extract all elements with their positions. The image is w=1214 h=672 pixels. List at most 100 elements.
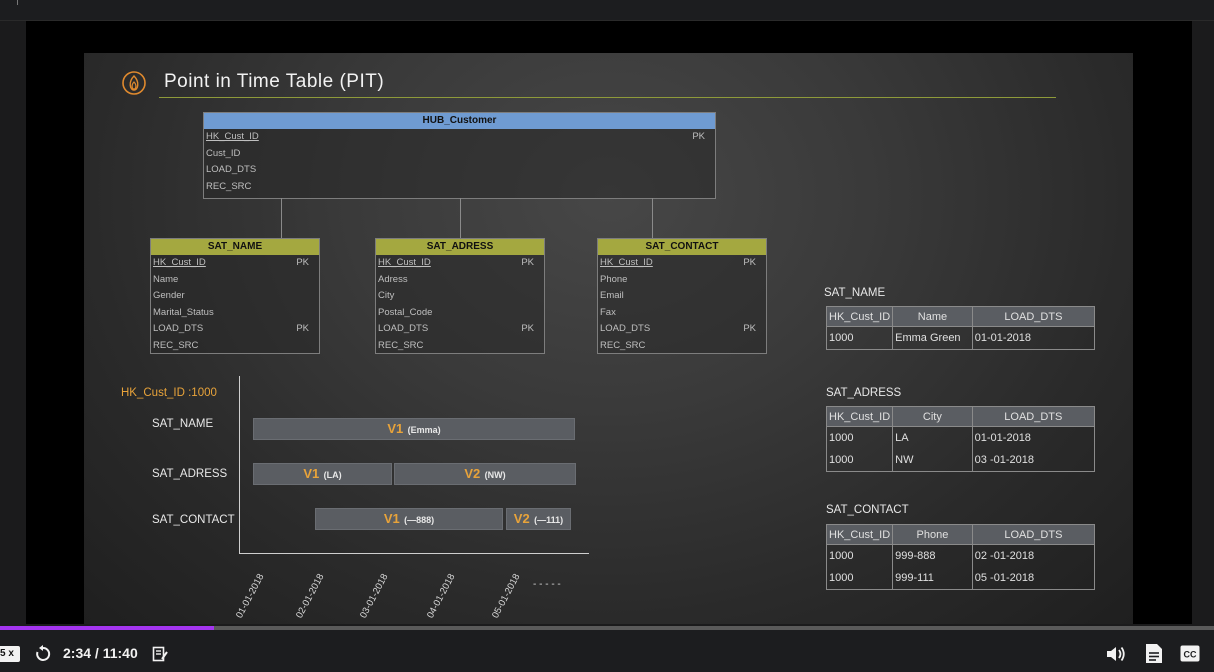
table-cell: NW xyxy=(892,449,973,472)
transcript-icon[interactable] xyxy=(1145,643,1163,664)
entity-field: REC_SRC xyxy=(376,338,544,355)
column-header: LOAD_DTS xyxy=(971,306,1096,327)
entity-field: Adress xyxy=(376,272,544,289)
entity-field: Gender xyxy=(151,288,319,305)
table-cell: 1000 xyxy=(825,544,894,567)
entity-field: Email xyxy=(598,288,766,305)
timeline-ellipsis: - - - - - xyxy=(533,579,561,590)
field-name: LOAD_DTS xyxy=(600,323,651,334)
table-cell: 1000 xyxy=(825,567,894,590)
field-name: Gender xyxy=(153,290,185,301)
title-underline xyxy=(159,97,1056,98)
entity-field: REC_SRC xyxy=(151,338,319,355)
field-name: Cust_ID xyxy=(206,147,241,159)
logo-icon xyxy=(122,71,146,95)
player-controls xyxy=(0,630,1214,672)
column-header: LOAD_DTS xyxy=(971,406,1096,427)
table-cell: 02 -01-2018 xyxy=(971,544,1096,567)
connector-line xyxy=(281,198,282,239)
entity-field: Name xyxy=(151,272,319,289)
field-name: LOAD_DTS xyxy=(153,323,204,334)
timeline-key-label: HK_Cust_ID :1000 xyxy=(121,387,217,399)
data-table-title: SAT_ADRESS xyxy=(826,387,902,399)
time-display: 2:34 / 11:40 xyxy=(63,645,138,661)
date-tick: 03-01-2018 xyxy=(358,572,391,621)
field-name: Marital_Status xyxy=(153,306,214,318)
timeline-row-label: SAT_NAME xyxy=(152,418,214,430)
entity-field: City xyxy=(376,288,544,305)
rewind-icon[interactable] xyxy=(34,645,52,663)
column-header: HK_Cust_ID xyxy=(825,524,894,545)
entity-field: REC_SRC xyxy=(204,179,715,196)
entity-field: LOAD_DTS PK xyxy=(151,321,319,338)
entity-field: LOAD_DTS xyxy=(204,162,715,179)
table-cell: 01-01-2018 xyxy=(971,426,1096,449)
entity-header: HUB_Customer xyxy=(204,113,715,129)
table-cell: Emma Green xyxy=(892,326,973,350)
connector-line xyxy=(652,198,653,239)
timeline-y-axis xyxy=(239,376,240,554)
table-cell: 01-01-2018 xyxy=(971,326,1096,350)
field-name: REC_SRC xyxy=(153,339,199,351)
field-name: LOAD_DTS xyxy=(206,164,257,175)
connector-line xyxy=(460,198,461,239)
entity-field: Postal_Code xyxy=(376,305,544,322)
entity-field: LOAD_DTS PK xyxy=(598,321,766,338)
column-header: HK_Cust_ID xyxy=(825,306,894,327)
timeline-row-label: SAT_ADRESS xyxy=(152,468,228,480)
volume-icon[interactable] xyxy=(1106,645,1126,663)
table-cell: 1000 xyxy=(825,326,894,350)
key-marker: PK xyxy=(692,131,705,142)
key-marker: PK xyxy=(521,257,534,268)
progress-track[interactable] xyxy=(0,626,1214,630)
captions-icon[interactable]: CC xyxy=(1180,645,1200,662)
entity-field: Phone xyxy=(598,272,766,289)
column-header: City xyxy=(892,406,973,427)
version-bar: V1 (Emma) xyxy=(253,418,575,440)
playback-speed-button[interactable]: 5 x xyxy=(0,646,20,662)
timeline-x-axis xyxy=(239,553,589,554)
table-cell: 1000 xyxy=(825,426,894,449)
table-cell: 03 -01-2018 xyxy=(971,449,1096,472)
date-tick: 04-01-2018 xyxy=(425,572,458,621)
version-bar: V1 (LA) xyxy=(253,463,392,485)
key-marker: PK xyxy=(743,323,756,334)
field-name: Postal_Code xyxy=(378,306,433,318)
key-marker: PK xyxy=(296,323,309,334)
field-name: Email xyxy=(600,290,624,301)
table-cell: 05 -01-2018 xyxy=(971,567,1096,590)
top-bar xyxy=(0,0,1214,21)
entity-field: LOAD_DTS PK xyxy=(376,321,544,338)
notes-icon[interactable] xyxy=(152,646,168,662)
column-header: Name xyxy=(892,306,973,327)
field-name: Name xyxy=(153,273,179,285)
svg-text:CC: CC xyxy=(1184,650,1197,660)
date-tick: 05-01-2018 xyxy=(490,572,523,621)
timeline-row-label: SAT_CONTACT xyxy=(152,514,235,526)
field-name: Fax xyxy=(600,306,616,318)
entity-header: SAT_ADRESS xyxy=(376,239,544,255)
field-name: HK_Cust_ID xyxy=(153,257,206,268)
date-tick: 01-01-2018 xyxy=(234,572,267,621)
field-name: LOAD_DTS xyxy=(378,323,429,334)
column-header: HK_Cust_ID xyxy=(825,406,894,427)
field-name: Phone xyxy=(600,273,628,285)
entity-field: Fax xyxy=(598,305,766,322)
field-name: REC_SRC xyxy=(206,180,252,192)
key-marker: PK xyxy=(521,323,534,334)
entity-header: SAT_CONTACT xyxy=(598,239,766,255)
version-bar: V2 (—111) xyxy=(506,508,571,530)
column-header: LOAD_DTS xyxy=(971,524,1096,545)
